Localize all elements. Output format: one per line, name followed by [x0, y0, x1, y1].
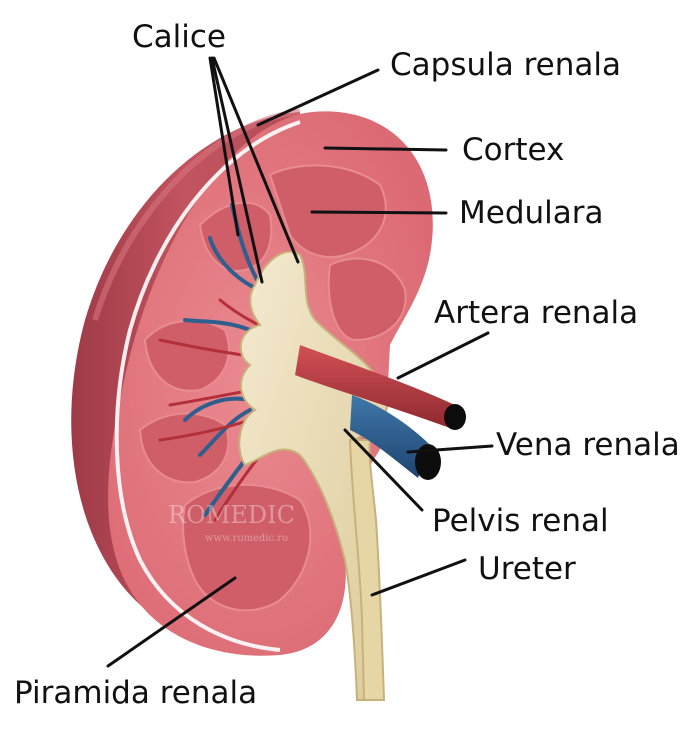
label-calice: Calice — [132, 19, 226, 55]
leader-calice-c — [212, 56, 300, 264]
label-piramida-renala: Piramida renala — [14, 675, 258, 711]
watermark-brand: ROMEDIC — [168, 501, 295, 529]
pyramids — [138, 164, 407, 612]
leader-pelvis — [343, 428, 424, 512]
label-ureter: Ureter — [478, 551, 576, 587]
ureter-shape — [348, 439, 386, 701]
leader-lines — [106, 56, 494, 668]
leader-artera — [396, 331, 490, 380]
label-vena-renala: Vena renala — [496, 427, 680, 463]
label-capsula-renala: Capsula renala — [390, 47, 621, 83]
label-medulara: Medulara — [459, 195, 604, 231]
pyramid-bottom — [182, 483, 312, 612]
renal-artery-opening — [444, 404, 466, 430]
leader-medulara — [310, 210, 448, 215]
leader-calice-a — [208, 56, 240, 237]
renal-artery-shape — [295, 345, 455, 428]
pyramid-left-mid — [143, 319, 230, 392]
pyramid-right — [327, 257, 407, 342]
renal-vein-shape — [350, 395, 430, 478]
leader-piramida — [106, 576, 237, 668]
label-artera-renala: Artera renala — [434, 295, 639, 331]
capsule-rim — [114, 120, 301, 652]
leader-calice-b — [210, 56, 264, 284]
inner-veins — [183, 203, 262, 517]
label-pelvis-renal: Pelvis renal — [432, 503, 609, 539]
label-cortex: Cortex — [462, 132, 565, 168]
watermark-url: www.romedic.ro — [205, 533, 289, 544]
leader-cortex — [323, 146, 448, 152]
leader-capsula — [256, 68, 380, 127]
renal-vein-opening — [415, 444, 441, 480]
leader-vena — [406, 444, 494, 454]
leader-ureter — [370, 558, 467, 597]
